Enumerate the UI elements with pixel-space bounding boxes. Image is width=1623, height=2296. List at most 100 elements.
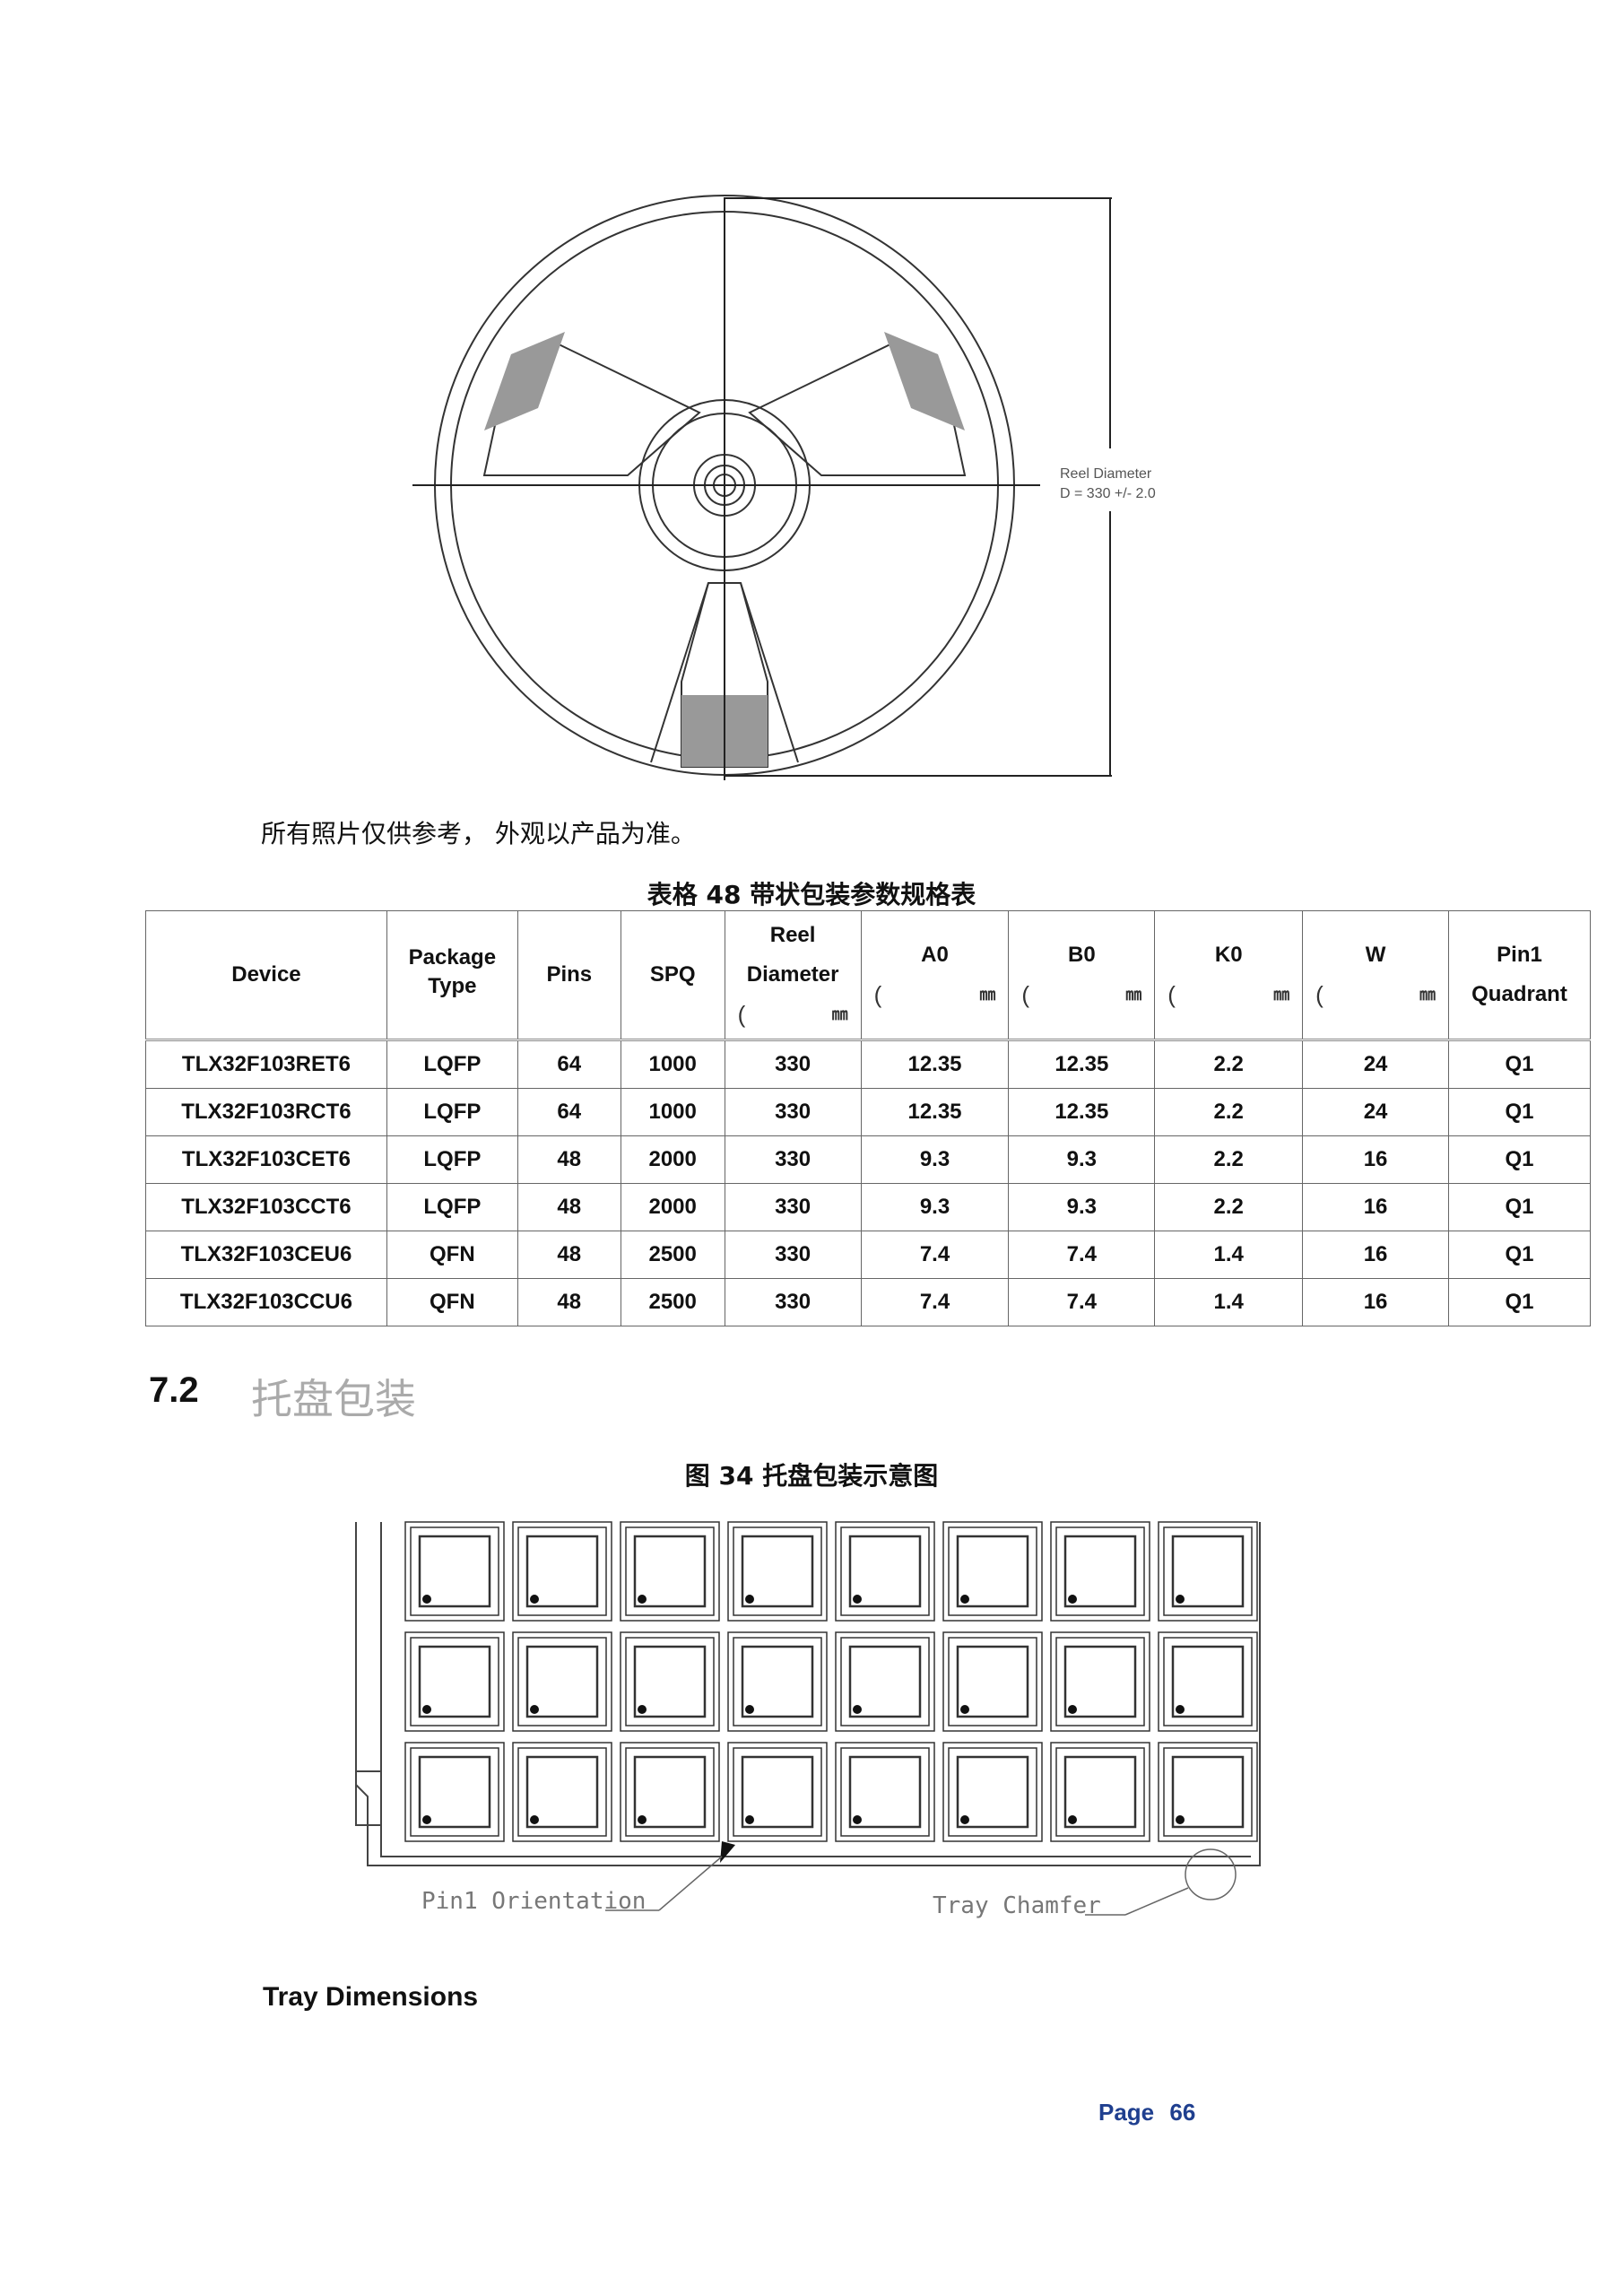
table-cell: TLX32F103CEU6 — [145, 1231, 387, 1279]
pin1-dot — [1176, 1595, 1185, 1604]
header-k0: K0(㎜ — [1154, 910, 1304, 1040]
table-title: 表格 48 带状包装参数规格表 — [647, 880, 976, 909]
tray-pocket — [620, 1631, 720, 1732]
table-cell: TLX32F103CCT6 — [145, 1183, 387, 1231]
header-w-label: W — [1365, 943, 1386, 967]
table-cell: TLX32F103RET6 — [145, 1039, 387, 1089]
tray-pocket — [727, 1742, 828, 1842]
unit-paren: ( — [1315, 981, 1324, 1008]
tape-packaging-table: Device Package Type Pins SPQ Reel Diamet… — [145, 910, 1592, 1326]
tray-pocket — [727, 1631, 828, 1732]
tray-pocket — [512, 1521, 612, 1622]
header-pin1-quadrant-label: Pin1 Quadrant — [1471, 943, 1567, 1006]
table-cell: LQFP — [386, 1135, 518, 1184]
table-cell: TLX32F103CET6 — [145, 1135, 387, 1184]
reel-drawing — [412, 195, 1112, 780]
pin1-dot — [422, 1595, 431, 1604]
pin1-dot — [745, 1595, 754, 1604]
table-cell: TLX32F103CCU6 — [145, 1278, 387, 1326]
unit-label: ㎜ — [1125, 986, 1142, 1004]
unit-paren: ( — [1021, 981, 1030, 1008]
tray-pocket — [1050, 1631, 1150, 1732]
pin1-dot — [960, 1705, 969, 1714]
unit-paren: ( — [873, 981, 882, 1008]
header-spq: SPQ — [620, 910, 725, 1040]
table-cell: 64 — [516, 1088, 621, 1136]
pin1-dot — [530, 1815, 539, 1824]
table-cell: 7.4 — [860, 1231, 1010, 1279]
tray-pocket — [835, 1742, 935, 1842]
reel-diameter-label: Reel Diameter D = 330 +/- 2.0 — [1060, 465, 1156, 504]
table-cell: Q1 — [1447, 1088, 1592, 1136]
header-reel-diameter: Reel Diameter (㎜ — [724, 910, 862, 1040]
tray-dimensions-heading: Tray Dimensions — [263, 1982, 479, 2012]
table-cell: 48 — [516, 1278, 621, 1326]
table-cell: 7.4 — [1008, 1278, 1156, 1326]
unit-mm: (㎜ — [1303, 975, 1448, 1014]
table-cell: 9.3 — [1008, 1183, 1156, 1231]
tray-pocket — [835, 1521, 935, 1622]
pin1-dot — [745, 1815, 754, 1824]
tray-pocket — [1158, 1631, 1258, 1732]
tray-pocket — [835, 1631, 935, 1732]
table-cell: 330 — [724, 1135, 862, 1184]
table-cell: 1000 — [620, 1088, 725, 1136]
table-cell: 2.2 — [1154, 1088, 1304, 1136]
pin1-dot — [638, 1595, 647, 1604]
table-cell: 2000 — [620, 1183, 725, 1231]
table-cell: 7.4 — [1008, 1231, 1156, 1279]
pin1-dot — [853, 1595, 862, 1604]
header-b0: B0(㎜ — [1008, 910, 1156, 1040]
unit-mm: (㎜ — [1009, 975, 1154, 1014]
section-title: 托盘包装 — [251, 1375, 416, 1423]
tray-pocket — [620, 1742, 720, 1842]
table-cell: 1000 — [620, 1039, 725, 1089]
unit-mm: (㎜ — [862, 975, 1009, 1014]
table-cell: 1.4 — [1154, 1231, 1304, 1279]
table-cell: 330 — [724, 1231, 862, 1279]
table-cell: LQFP — [386, 1039, 518, 1089]
unit-label: ㎜ — [1273, 986, 1290, 1004]
header-w: W(㎜ — [1302, 910, 1449, 1040]
tray-pocket — [404, 1521, 505, 1622]
unit-paren: ( — [737, 1001, 746, 1028]
header-device: Device — [145, 910, 387, 1040]
tray-drawing — [355, 1521, 1261, 1916]
table-cell: Q1 — [1447, 1231, 1592, 1279]
tray-pocket — [1158, 1742, 1258, 1842]
table-cell: LQFP — [386, 1183, 518, 1231]
tray-pocket — [942, 1521, 1043, 1622]
section-number: 7.2 — [149, 1370, 199, 1410]
table-cell: 330 — [724, 1039, 862, 1089]
tray-pocket — [1050, 1742, 1150, 1842]
table-cell: 9.3 — [860, 1135, 1010, 1184]
header-k0-label: K0 — [1214, 943, 1243, 967]
table-cell: 330 — [724, 1278, 862, 1326]
unit-label: ㎜ — [831, 1005, 848, 1023]
table-cell: 16 — [1302, 1183, 1449, 1231]
unit-label: ㎜ — [979, 986, 996, 1004]
table-cell: 24 — [1302, 1088, 1449, 1136]
unit-label: ㎜ — [1419, 986, 1436, 1004]
table-cell: 2.2 — [1154, 1135, 1304, 1184]
header-a0-label: A0 — [921, 943, 949, 967]
tray-pocket — [512, 1631, 612, 1732]
pin1-dot — [960, 1595, 969, 1604]
table-cell: Q1 — [1447, 1135, 1592, 1184]
pin1-dot — [422, 1705, 431, 1714]
table-cell: 16 — [1302, 1278, 1449, 1326]
table-cell: 2000 — [620, 1135, 725, 1184]
header-package-type: Package Type — [386, 910, 518, 1040]
table-cell: Q1 — [1447, 1278, 1592, 1326]
table-cell: LQFP — [386, 1088, 518, 1136]
tray-chamfer-label: Tray Chamfer — [933, 1892, 1101, 1919]
pin1-dot — [530, 1595, 539, 1604]
tray-pocket — [1158, 1521, 1258, 1622]
table-cell: 64 — [516, 1039, 621, 1089]
table-cell: 2500 — [620, 1231, 725, 1279]
unit-mm: (㎜ — [725, 995, 861, 1034]
